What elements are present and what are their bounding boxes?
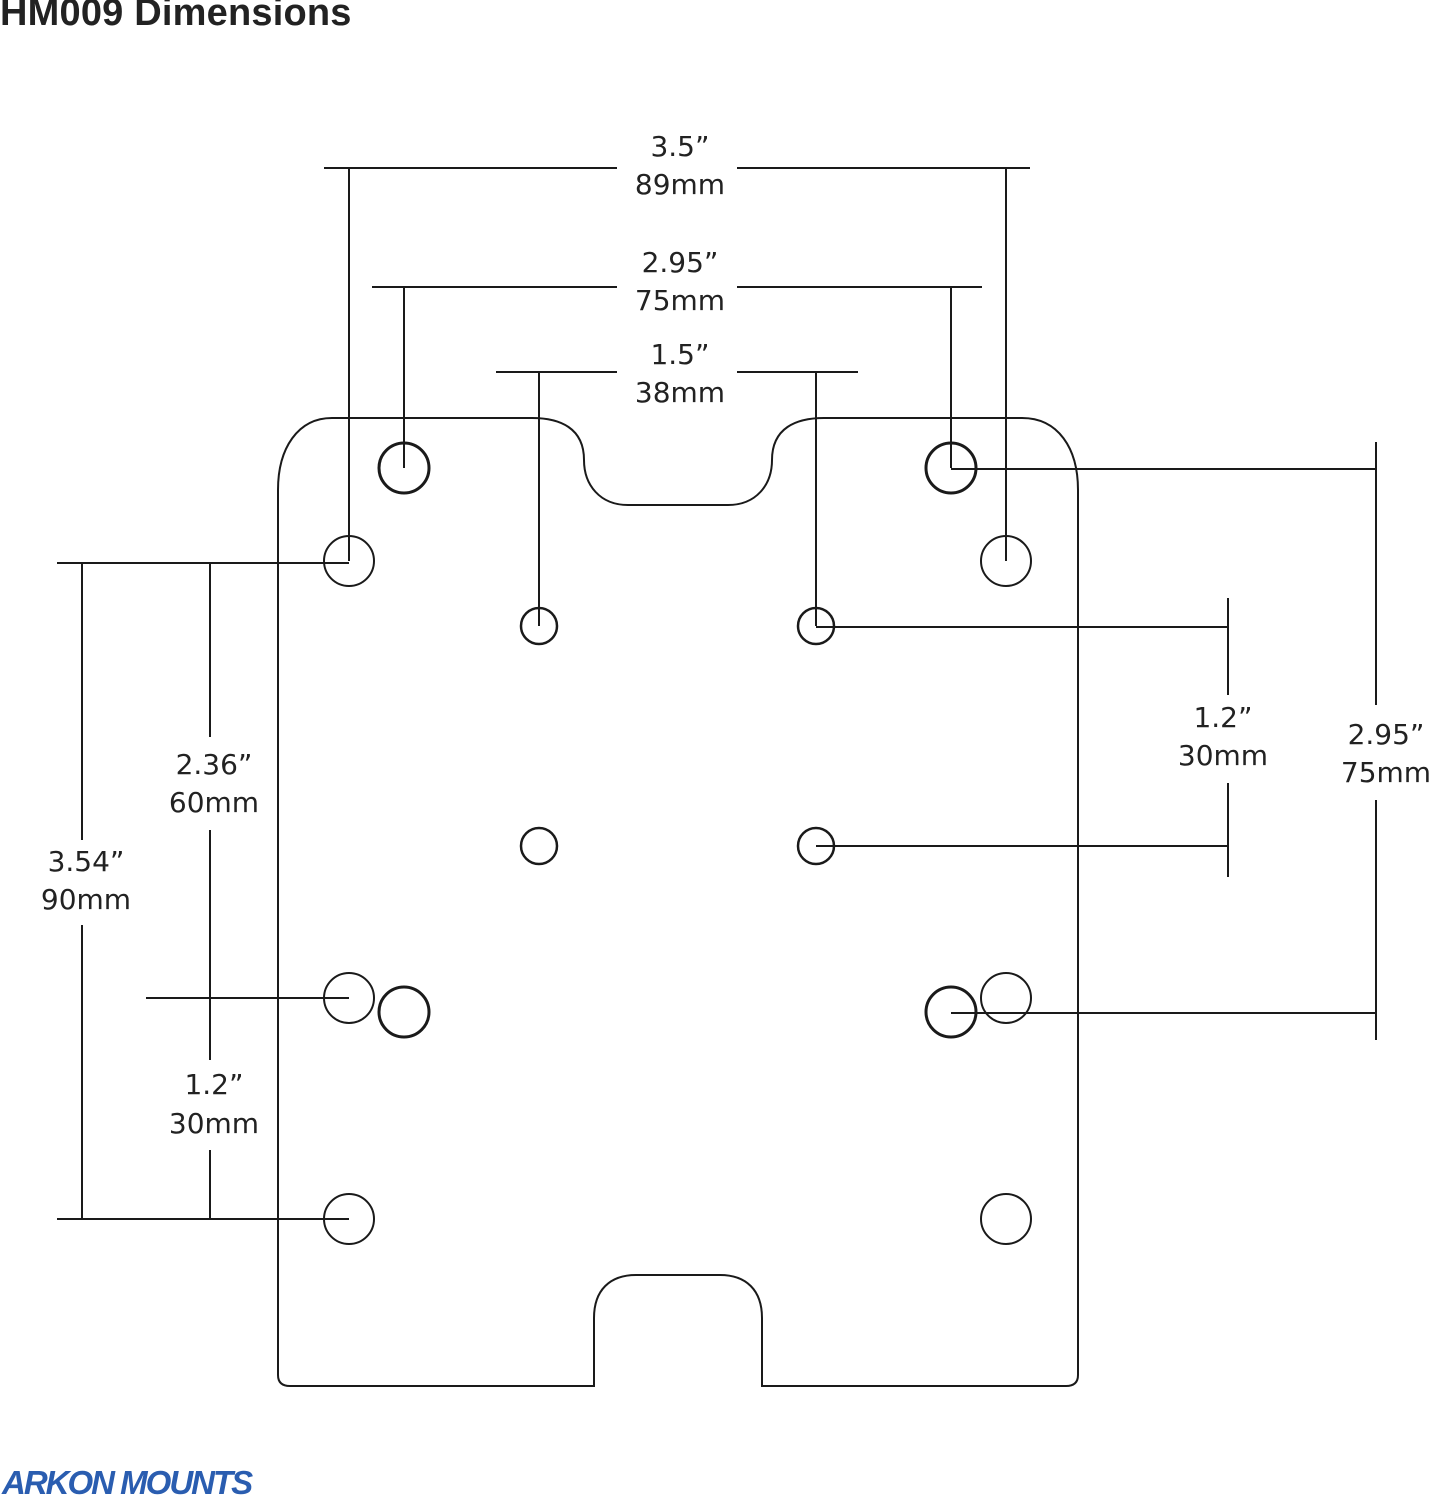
dim-right-inner-metric: 30mm — [1178, 739, 1268, 772]
dim-left-outer-imperial: 3.54” — [48, 845, 125, 878]
dim-top-middle-metric: 75mm — [635, 284, 725, 317]
dim-right-outer-imperial: 2.95” — [1348, 718, 1425, 751]
dim-left-lower-imperial: 1.2” — [184, 1068, 243, 1101]
dimension-top-outer — [324, 167, 1030, 561]
dim-top-inner-metric: 38mm — [635, 376, 725, 409]
dimension-left — [57, 562, 349, 1220]
dimension-top-middle — [372, 286, 982, 468]
dim-top-outer-imperial: 3.5” — [650, 130, 709, 163]
dim-top-inner-imperial: 1.5” — [650, 338, 709, 371]
dim-left-upper-metric: 60mm — [169, 786, 259, 819]
hole — [980, 972, 1032, 1024]
dimension-right — [816, 442, 1377, 1040]
plate-outline — [277, 417, 1079, 1387]
page-title: HM009 Dimensions — [0, 0, 352, 34]
brand-logo: ARKON MOUNTS — [2, 1464, 253, 1501]
hole — [519, 826, 559, 866]
dim-top-middle-imperial: 2.95” — [642, 246, 719, 279]
hole — [377, 985, 431, 1039]
dim-left-lower-metric: 30mm — [169, 1107, 259, 1140]
dim-right-inner-imperial: 1.2” — [1193, 701, 1252, 734]
dim-right-outer-metric: 75mm — [1341, 756, 1431, 789]
dimension-top-inner — [496, 371, 858, 626]
dim-top-outer-metric: 89mm — [635, 168, 725, 201]
hole — [980, 1193, 1032, 1245]
dim-left-upper-imperial: 2.36” — [176, 748, 253, 781]
dim-left-outer-metric: 90mm — [41, 883, 131, 916]
